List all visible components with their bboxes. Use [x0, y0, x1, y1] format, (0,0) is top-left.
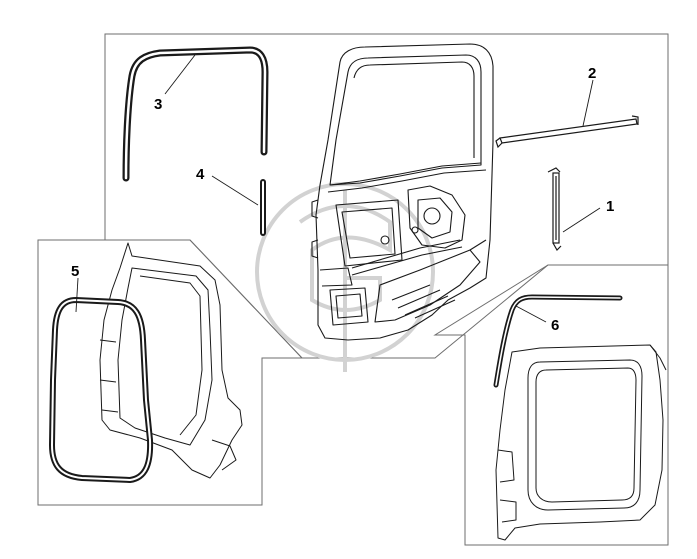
leader-line-1	[562, 207, 601, 233]
belt-line-strip-part-2	[495, 115, 639, 149]
window-channel-seal-part-3	[122, 46, 269, 182]
right-panel-frame	[433, 264, 669, 546]
left-panel-frame	[37, 239, 304, 506]
callout-6: 6	[551, 317, 559, 334]
leader-line-5	[75, 277, 79, 313]
callout-3: 3	[154, 96, 162, 113]
leader-line-3	[164, 54, 196, 95]
body-side-frame-right	[495, 344, 667, 541]
watermark-logo	[255, 182, 435, 372]
leader-lines	[75, 54, 601, 323]
leader-line-4	[211, 175, 259, 206]
door-opening-weatherstrip-part-5	[49, 297, 154, 483]
roof-rail-seal-part-6	[493, 294, 623, 388]
callout-4: 4	[196, 166, 205, 183]
vertical-guide-rail-part-1	[547, 167, 562, 251]
callout-2: 2	[588, 65, 596, 82]
callout-5: 5	[71, 263, 79, 280]
leader-line-6	[515, 305, 547, 323]
leader-line-2	[582, 79, 594, 127]
body-side-frame-left	[99, 242, 243, 479]
callout-1: 1	[606, 198, 614, 215]
door-frame-main	[311, 43, 494, 341]
